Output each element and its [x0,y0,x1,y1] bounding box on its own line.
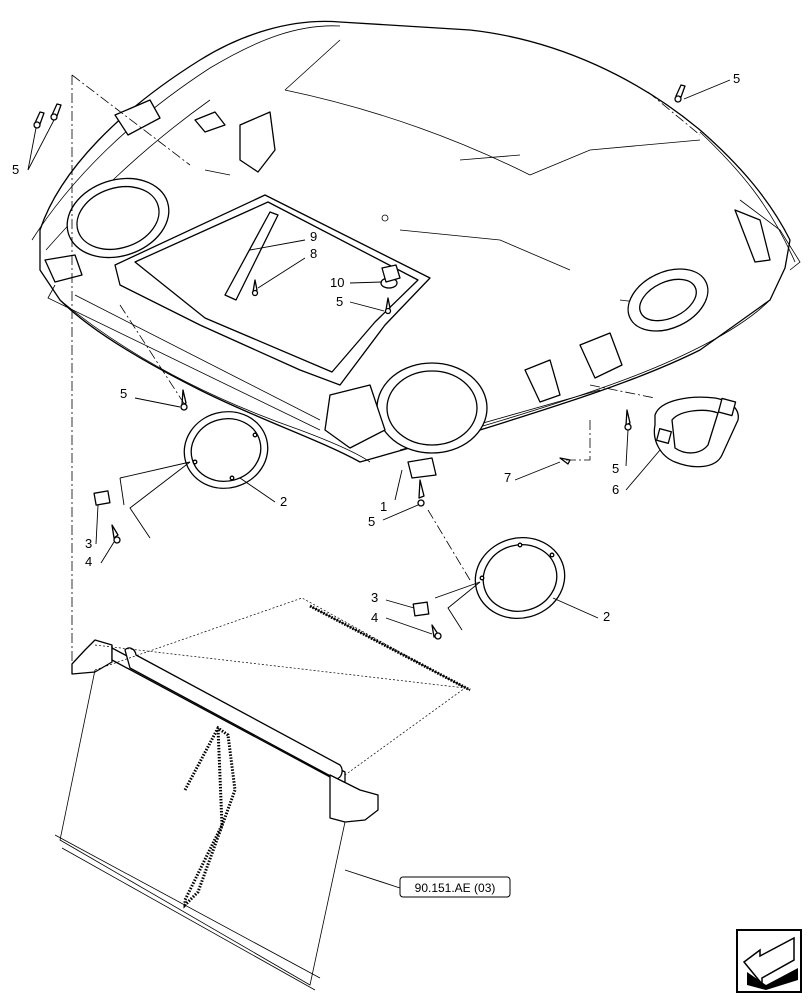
screw-5-center [384,297,392,315]
screw-8 [251,279,259,297]
callouts: 5 5 9 8 10 5 5 2 3 4 1 [12,71,740,635]
screw-5-lower-center [417,479,425,507]
grab-handle [653,396,739,468]
callout-2-left: 2 [280,494,287,509]
callout-3-left: 3 [85,536,92,551]
alignment-lines [71,74,701,672]
callout-3-right: 3 [371,590,378,605]
screw-4-right [431,624,442,640]
callout-5-left: 5 [120,386,127,401]
reference-link[interactable]: 90.151.AE (03) [344,869,511,898]
callout-2-right: 2 [603,609,610,624]
callout-1: 1 [380,499,387,514]
callout-9: 9 [310,229,317,244]
fasteners [33,84,686,640]
callout-5-lower: 5 [368,514,375,529]
callout-5-center: 5 [336,294,343,309]
speaker-grille-left [183,411,269,489]
callout-5-top-left: 5 [12,162,19,177]
screw-5-top-right [674,84,686,103]
screw-4-left [111,524,121,544]
screw-5-top-left-a [33,111,45,129]
sunroof-shade-insert [224,211,279,301]
callout-4-left: 4 [85,554,92,569]
clip-nut-3-right [412,601,430,617]
screw-5-top-left-b [50,103,62,121]
screw-5-right-handle [624,409,632,431]
pin-7 [559,457,571,465]
callout-10: 10 [330,275,344,290]
clip-nut-3-left [93,490,111,506]
reference-label: 90.151.AE (03) [415,881,496,895]
speaker-grille-right [474,536,566,620]
callout-8: 8 [310,246,317,261]
callout-5-right: 5 [612,461,619,476]
callout-4-right: 4 [371,610,378,625]
callout-6: 6 [612,482,619,497]
headliner-assembly [31,20,801,479]
return-arrow-icon[interactable] [736,929,802,993]
callout-7: 7 [504,470,511,485]
sunshade-roller-blind [54,597,471,991]
callout-5-top-right: 5 [733,71,740,86]
grommet-10 [380,264,401,289]
